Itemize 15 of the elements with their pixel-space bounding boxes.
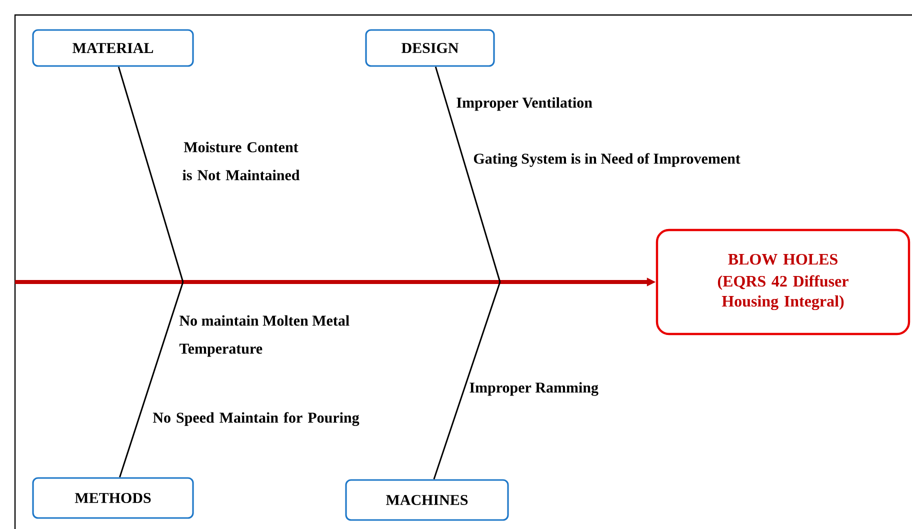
cause-text: Moisture Content is Not Maintained (182, 142, 300, 180)
cause-text: No Speed Maintain for Pouring (152, 412, 360, 426)
cause-text: Gating System is in Need of Improvement (474, 153, 740, 167)
category-box: METHODS (32, 477, 194, 519)
bone-line (434, 66, 501, 282)
cause-text: Improper Ramming (470, 382, 598, 396)
category-box: DESIGN (365, 29, 495, 67)
cause-text: No maintain Molten Metal Temperature (179, 315, 350, 357)
bone-line (118, 66, 184, 282)
bone-line (433, 282, 501, 480)
category-box: MATERIAL (32, 29, 194, 67)
category-box: MACHINES (345, 479, 509, 521)
cause-text: Improper Ventilation (456, 97, 592, 111)
bone-line (119, 282, 184, 478)
effect-box: BLOW HOLES (EQRS 42 Diffuser Housing Integral) (656, 228, 910, 336)
